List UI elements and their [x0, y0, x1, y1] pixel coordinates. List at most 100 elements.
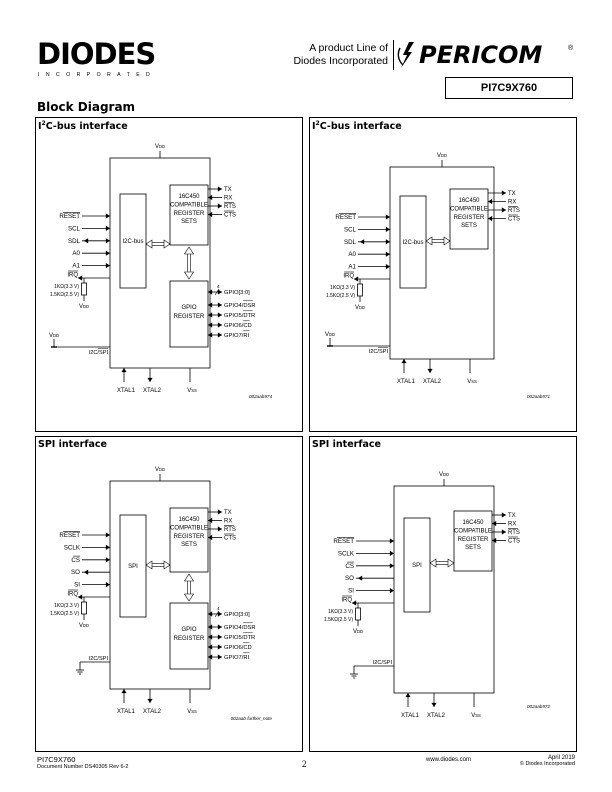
gpio-block [169, 280, 209, 348]
panel-title: I2C-bus interface [312, 120, 402, 133]
diodes-logo: DIODES INCORPORATED [37, 37, 163, 80]
pin-arrow-icon [105, 213, 110, 219]
footer-part: PI7C9X760 [37, 755, 76, 764]
tx-arrow-icon [501, 512, 506, 518]
resistor-vdd-label: VDD [355, 305, 365, 311]
pin-arrow-icon [84, 569, 89, 575]
gpio-pin-label: GPIO5/DTR [224, 635, 255, 641]
left-pin-label: RESET [335, 214, 356, 221]
panel-title: I2C-bus interface [38, 120, 128, 133]
bus-arrow-r [443, 236, 451, 246]
uart-pin-label: TX [224, 510, 232, 516]
gpio-pin-label: GPIO6/CD [224, 645, 252, 651]
mode-pin-label: I2C/SPI [89, 656, 109, 662]
vdd-small-label: VDD [49, 333, 59, 339]
gpio-pin-label: GPIO4/DSR [224, 303, 256, 309]
reg-gpio-arrow-d [183, 593, 195, 602]
xtal1-label: XTAL1 [117, 709, 136, 715]
left-pin-label: A0 [348, 251, 356, 258]
gpio-block-label: GPIO [181, 627, 196, 633]
mode-pin-label: I2C/SPI [89, 350, 109, 356]
pullup-resistor-icon [355, 607, 361, 621]
rx-arrow-icon [208, 194, 213, 201]
xtal1-label: XTAL1 [401, 713, 420, 719]
pin-arrow-icon [84, 238, 89, 244]
product-line-text: A product Line of Diodes Incorporated [250, 42, 388, 68]
xtal1-arrow-icon [121, 689, 127, 694]
register-block [449, 188, 489, 250]
diodes-logo-subtext: INCORPORATED [38, 72, 156, 78]
pin-arrow-icon [105, 532, 110, 538]
uart-pin-label: CTS [224, 536, 236, 542]
resistor-value-2: 1.5KΩ(2.5 V) [50, 292, 79, 298]
xtal1-label: XTAL1 [117, 388, 136, 394]
xtal2-arrow-icon [147, 698, 153, 703]
xtal1-arrow-icon [121, 368, 127, 373]
xtal1-label: XTAL1 [397, 379, 416, 385]
gpio-arrow-icon [208, 611, 213, 617]
register-block [169, 184, 209, 246]
xtal2-arrow-icon [431, 702, 437, 707]
register-block-label: REGISTER [174, 211, 205, 217]
rts-arrow-icon [501, 529, 506, 535]
left-pin-label: SI [348, 588, 354, 595]
irq-arrow-icon [352, 600, 357, 606]
gpio-arrow-icon [217, 302, 222, 308]
pin-arrow-icon [385, 264, 390, 270]
pericom-logo: PERICOM ® [397, 38, 577, 72]
interface-block-label: I2C-bus [402, 240, 423, 246]
register-block-label: 16C450 [458, 198, 480, 204]
xtal2-label: XTAL2 [427, 713, 446, 719]
resistor-value-1: 1KΩ(3.3 V) [330, 285, 355, 291]
footer-doc-number: Document Number DS40305 Rev 6-2 [37, 764, 129, 770]
panel-title: SPI interface [312, 439, 381, 450]
footer-date: April 2019 [547, 755, 575, 761]
vss-label: VSS [187, 388, 197, 394]
gpio-pin-label: GPIO[3:0] [224, 612, 250, 618]
irq-arrow-icon [78, 275, 83, 281]
gpio-arrow-icon [208, 312, 213, 318]
pin-arrow-icon [105, 557, 110, 563]
pin-arrow-icon [105, 225, 110, 231]
pin-arrow-icon [105, 544, 110, 550]
resistor-value-2: 1.5KΩ(2.5 V) [326, 293, 355, 299]
footer-page: 2 [302, 759, 307, 769]
figure-id: 002aab974 [249, 394, 272, 399]
rx-arrow-icon [208, 517, 213, 524]
register-block-label: REGISTER [174, 534, 205, 540]
pin-arrow-icon [389, 538, 394, 544]
gpio-pin-label: GPIO4/DSR [224, 625, 256, 631]
bus-arrow-r [163, 560, 171, 570]
rx-arrow-icon [488, 198, 493, 205]
left-pin-label: SO [345, 575, 354, 582]
bus-arrow-l [145, 239, 153, 249]
gpio-arrow-icon [208, 654, 213, 660]
figure-id: 002aab further_note [231, 716, 273, 721]
gpio-arrow-icon [217, 332, 222, 338]
gpio-arrow-icon [208, 289, 213, 295]
cts-arrow-icon [488, 215, 493, 222]
uart-pin-label: CTS [508, 539, 520, 545]
footer-url[interactable]: www.diodes.com [426, 757, 472, 763]
vdd-label: VDD [437, 153, 447, 159]
pin-arrow-icon [385, 226, 390, 232]
gpio-pin-label: GPIO7/RI [224, 655, 250, 661]
panel-title: SPI interface [38, 439, 107, 450]
register-block-label: COMPATIBLE [454, 528, 492, 534]
interface-block-label: SPI [412, 563, 422, 569]
pullup-resistor-icon [81, 282, 87, 296]
pin-arrow-icon [389, 588, 394, 594]
interface-block-label: I2C-bus [122, 239, 143, 245]
gpio-block-label: REGISTER [174, 314, 205, 320]
xtal2-arrow-icon [147, 377, 153, 382]
register-block-label: COMPATIBLE [170, 202, 208, 208]
resistor-value-1: 1KΩ(3.3 V) [54, 603, 79, 609]
gpio-arrow-icon [217, 289, 222, 295]
left-pin-label: RESET [333, 538, 354, 545]
register-block-label: COMPATIBLE [170, 525, 208, 531]
bus-slash [214, 288, 220, 296]
chip-outline [393, 485, 495, 694]
gpio-arrow-icon [217, 312, 222, 318]
